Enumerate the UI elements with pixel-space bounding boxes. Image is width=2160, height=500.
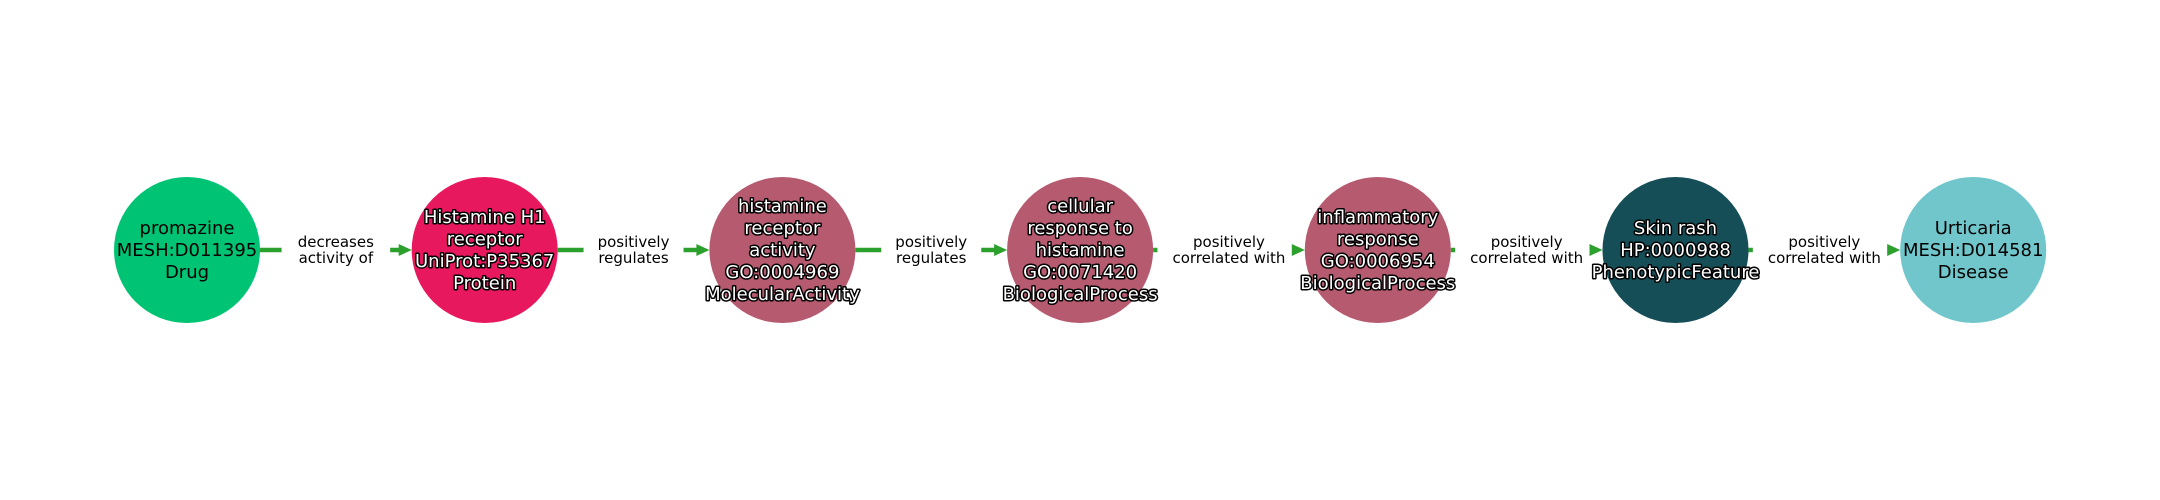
node-label: Urticaria: [1935, 218, 2012, 239]
node-label: histamine: [738, 196, 827, 217]
node-label: inflammatory: [1317, 207, 1438, 228]
node-label: BiologicalProcess: [1003, 284, 1158, 305]
arrowhead-icon: [1887, 244, 1901, 256]
node-label: Protein: [453, 273, 516, 294]
node-label: response: [1337, 229, 1419, 250]
node-circle: [1900, 177, 2047, 323]
node-circle: [411, 177, 558, 323]
node-label: histamine: [1036, 240, 1125, 261]
arrowhead-icon: [398, 244, 412, 256]
node-label: PhenotypicFeature: [1592, 262, 1760, 283]
arrowhead-icon: [994, 244, 1008, 256]
edge-label: positively: [598, 233, 670, 251]
edge-label: decreases: [298, 233, 374, 251]
node-label: UniProt:P35367: [415, 251, 554, 272]
graph-node[interactable]: inflammatoryresponseGO:0006954Biological…: [1299, 177, 1457, 323]
node-label: activity: [749, 240, 816, 261]
node-label: MolecularActivity: [705, 284, 860, 305]
node-circle: [114, 177, 260, 323]
edge-label: positively: [1491, 233, 1563, 251]
node-label: GO:0006954: [1321, 251, 1435, 272]
edge-label: regulates: [896, 249, 967, 267]
node-label: HP:0000988: [1620, 240, 1731, 261]
arrowhead-icon: [1291, 244, 1305, 256]
node-circle: [1602, 177, 1749, 323]
node-label: receptor: [744, 218, 821, 239]
node-label: MESH:D014581: [1903, 240, 2044, 261]
node-label: receptor: [447, 229, 524, 250]
edge-label: correlated with: [1470, 249, 1583, 267]
edge-label: positively: [1788, 233, 1860, 251]
node-label: Drug: [165, 262, 209, 283]
node-label: promazine: [140, 218, 235, 239]
edge-label: positively: [895, 233, 967, 251]
edge-label: activity of: [299, 249, 374, 267]
node-circle: [1007, 177, 1154, 323]
edge-label: positively: [1193, 233, 1265, 251]
edge-label: correlated with: [1768, 249, 1881, 267]
node-label: GO:0004969: [725, 262, 839, 283]
arrowhead-icon: [696, 244, 710, 256]
node-label: Histamine H1: [424, 207, 546, 228]
node-label: GO:0071420: [1023, 262, 1137, 283]
node-circle: [709, 177, 856, 323]
node-label: response to: [1027, 218, 1133, 239]
node-circle: [1304, 177, 1451, 323]
graph-node[interactable]: histaminereceptoractivityGO:0004969Molec…: [704, 177, 862, 323]
arrowhead-icon: [1589, 244, 1603, 256]
node-label: Disease: [1938, 262, 2009, 283]
edge-label: correlated with: [1172, 249, 1285, 267]
graph-node[interactable]: Histamine H1receptorUniProt:P35367Protei…: [411, 177, 558, 323]
node-label: cellular: [1047, 196, 1113, 217]
edge-label: regulates: [598, 249, 669, 267]
node-label: BiologicalProcess: [1300, 273, 1455, 294]
node-label: Skin rash: [1634, 218, 1717, 239]
node-label: MESH:D011395: [117, 240, 258, 261]
